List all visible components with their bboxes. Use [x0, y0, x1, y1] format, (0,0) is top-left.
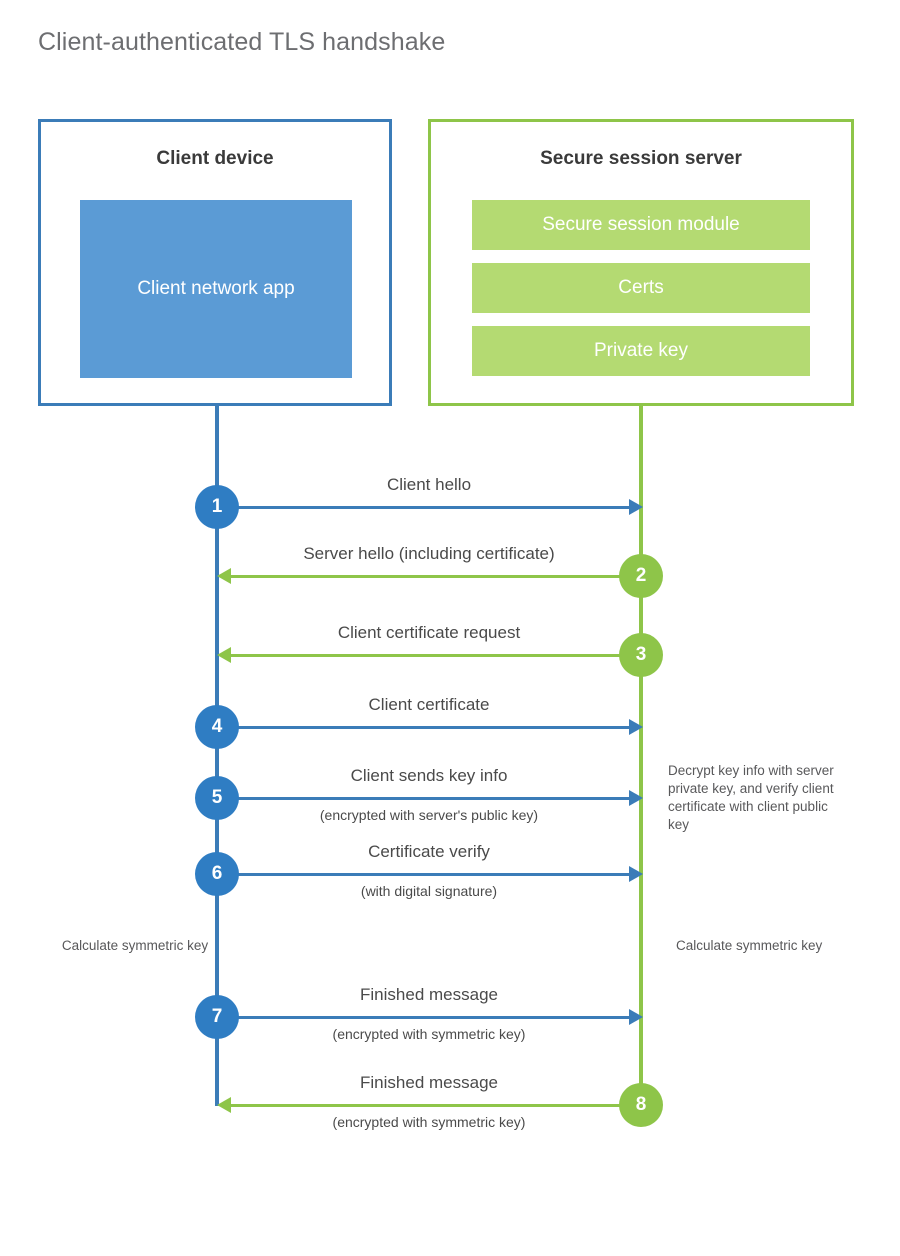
step-badge-4[interactable]: 4 [195, 705, 239, 749]
message-label-4: Client certificate [368, 695, 490, 714]
message-label-6: Certificate verify [368, 842, 490, 861]
arrow-shaft-6 [217, 873, 629, 876]
arrow-shaft-3 [229, 654, 641, 657]
step-badge-6[interactable]: 6 [195, 852, 239, 896]
message-label-1: Client hello [386, 475, 472, 494]
note-server-calculate-symmetric-key: Calculate symmetric key [676, 938, 823, 953]
arrow-head-icon-6 [629, 866, 643, 882]
arrow-head-icon-2 [217, 568, 231, 584]
arrow-shaft-7 [217, 1016, 629, 1019]
page-title: Client-authenticated TLS handshake [38, 28, 446, 56]
server-component-private-key: Private key [472, 326, 810, 376]
client-network-app-block: Client network app [80, 200, 352, 378]
server-lifeline [639, 406, 643, 1106]
arrow-shaft-4 [217, 726, 629, 729]
message-label-5: Client sends key info [350, 766, 508, 785]
arrow-shaft-2 [229, 575, 641, 578]
arrow-head-icon-4 [629, 719, 643, 735]
step-badge-5[interactable]: 5 [195, 776, 239, 820]
actor-box-client-device: Client device Client network app [38, 119, 392, 406]
arrow-shaft-8 [229, 1104, 641, 1107]
message-sublabel-8: (encrypted with symmetric key) [332, 1114, 526, 1130]
client-lifeline [215, 406, 219, 1106]
step-badge-1[interactable]: 1 [195, 485, 239, 529]
message-sublabel-6: (with digital signature) [360, 883, 498, 899]
arrow-head-icon-3 [217, 647, 231, 663]
secure-session-server-title: Secure session server [540, 148, 742, 169]
message-sublabel-7: (encrypted with symmetric key) [332, 1026, 526, 1042]
arrow-head-icon-7 [629, 1009, 643, 1025]
arrow-head-icon-8 [217, 1097, 231, 1113]
step-badge-7[interactable]: 7 [195, 995, 239, 1039]
message-label-7: Finished message [360, 985, 498, 1004]
arrow-head-icon-5 [629, 790, 643, 806]
step-badge-3[interactable]: 3 [619, 633, 663, 677]
note-client-calculate-symmetric-key: Calculate symmetric key [61, 938, 209, 953]
server-component-secure-session-module: Secure session module [472, 200, 810, 250]
message-label-3: Client certificate request [337, 623, 521, 642]
arrow-shaft-1 [217, 506, 629, 509]
note-server-decrypt: Decrypt key info with server private key… [668, 763, 834, 832]
actor-box-secure-session-server: Secure session server Secure session mod… [428, 119, 854, 406]
step-badge-8[interactable]: 8 [619, 1083, 663, 1127]
message-label-2: Server hello (including certificate) [303, 544, 555, 563]
message-label-8: Finished message [360, 1073, 498, 1092]
client-device-title: Client device [156, 148, 274, 169]
arrow-shaft-5 [217, 797, 629, 800]
server-component-stack: Secure session module Certs Private key [472, 200, 810, 376]
arrow-head-icon-1 [629, 499, 643, 515]
step-badge-2[interactable]: 2 [619, 554, 663, 598]
message-sublabel-5: (encrypted with server's public key) [319, 807, 539, 823]
server-component-certs: Certs [472, 263, 810, 313]
